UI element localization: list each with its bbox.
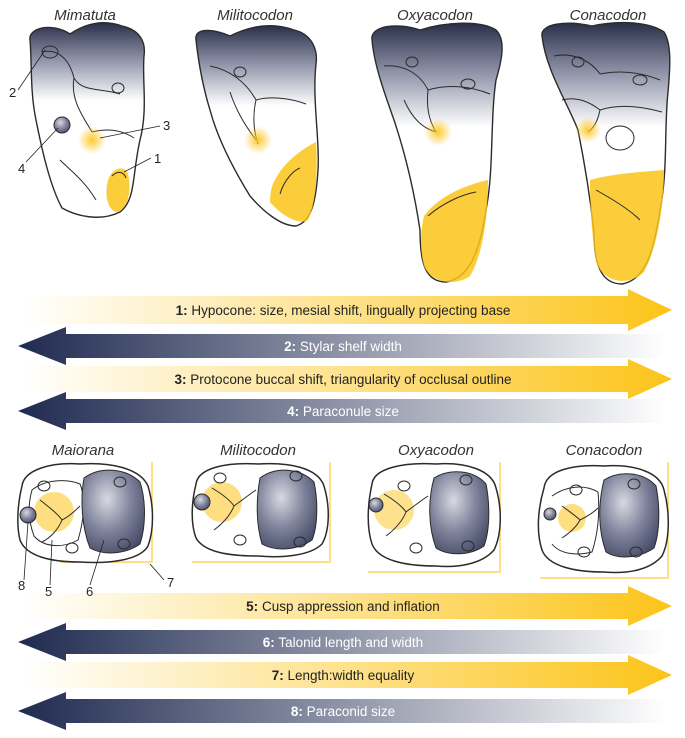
tooth-lower-oxyacodon <box>367 462 502 573</box>
trend-number-6: 6: <box>263 635 275 650</box>
tooth-upper-mimatuta <box>29 22 146 218</box>
trend-number-8: 8: <box>291 704 303 719</box>
trend-number-3: 3: <box>175 372 187 387</box>
callout-number-5: 5 <box>45 584 52 599</box>
taxon-label-lower-3: Oxyacodon <box>398 442 474 459</box>
callout-number-6: 6 <box>86 584 93 599</box>
trend-text-8: Paraconid size <box>307 704 396 719</box>
svg-text:2: Stylar shelf width: 2: Stylar shelf width <box>284 339 402 354</box>
svg-text:4: Paraconule size: 4: Paraconule size <box>287 404 399 419</box>
svg-text:6: Talonid length and width: 6: Talonid length and width <box>263 635 423 650</box>
callout-number-4: 4 <box>18 161 25 176</box>
taxon-label-upper-3: Oxyacodon <box>397 7 473 24</box>
trend-number-2: 2: <box>284 339 296 354</box>
callout-number-1: 1 <box>154 151 161 166</box>
tooth-upper-militocodon <box>195 25 320 227</box>
tooth-upper-oxyacodon <box>371 22 503 283</box>
trend-arrow-6: 6: Talonid length and width <box>18 623 666 661</box>
callout-number-8: 8 <box>18 578 25 593</box>
trend-arrow-5: 5: Cusp appression and inflation <box>20 586 672 626</box>
trend-arrow-3: 3: Protocone buccal shift, triangularity… <box>20 359 672 399</box>
taxon-label-upper-1: Mimatuta <box>54 7 116 24</box>
callout-number-2: 2 <box>9 85 16 100</box>
trend-text-2: Stylar shelf width <box>300 339 402 354</box>
taxon-label-lower-2: Militocodon <box>220 442 296 459</box>
trend-text-6: Talonid length and width <box>278 635 423 650</box>
tooth-lower-conacodon <box>537 462 670 579</box>
trend-arrow-2: 2: Stylar shelf width <box>18 327 666 365</box>
trend-number-7: 7: <box>272 668 284 683</box>
taxon-label-upper-4: Conacodon <box>570 7 647 24</box>
trend-arrow-1: 1: Hypocone: size, mesial shift, lingual… <box>20 289 672 331</box>
svg-text:8: Paraconid size: 8: Paraconid size <box>291 704 395 719</box>
trend-text-4: Paraconule size <box>303 404 399 419</box>
trend-arrow-4: 4: Paraconule size <box>18 392 666 430</box>
trend-text-1: Hypocone: size, mesial shift, lingually … <box>191 303 510 318</box>
trend-number-5: 5: <box>246 599 258 614</box>
svg-text:1: Hypocone: size, mesial shif: 1: Hypocone: size, mesial shift, lingual… <box>176 303 511 318</box>
trend-text-7: Length:width equality <box>287 668 414 683</box>
callout-number-7: 7 <box>167 575 174 590</box>
taxon-label-lower-1: Maiorana <box>52 442 115 459</box>
svg-text:3: Protocone buccal shift, tri: 3: Protocone buccal shift, triangularity… <box>175 372 512 387</box>
trend-text-5: Cusp appression and inflation <box>262 599 440 614</box>
taxon-label-lower-4: Conacodon <box>566 442 643 459</box>
trend-text-3: Protocone buccal shift, triangularity of… <box>190 372 511 387</box>
trend-arrow-7: 7: Length:width equality <box>20 655 672 695</box>
trend-number-1: 1: <box>176 303 188 318</box>
tooth-upper-conacodon <box>541 21 671 285</box>
taxon-label-upper-2: Militocodon <box>217 7 293 24</box>
tooth-lower-militocodon <box>191 462 331 563</box>
tooth-lower-maiorana <box>17 462 154 564</box>
trend-arrow-8: 8: Paraconid size <box>18 692 666 730</box>
svg-text:7: Length:width equality: 7: Length:width equality <box>272 668 415 683</box>
callout-number-3: 3 <box>163 118 170 133</box>
trend-number-4: 4: <box>287 404 299 419</box>
svg-text:5: Cusp appression and inflati: 5: Cusp appression and inflation <box>246 599 440 614</box>
